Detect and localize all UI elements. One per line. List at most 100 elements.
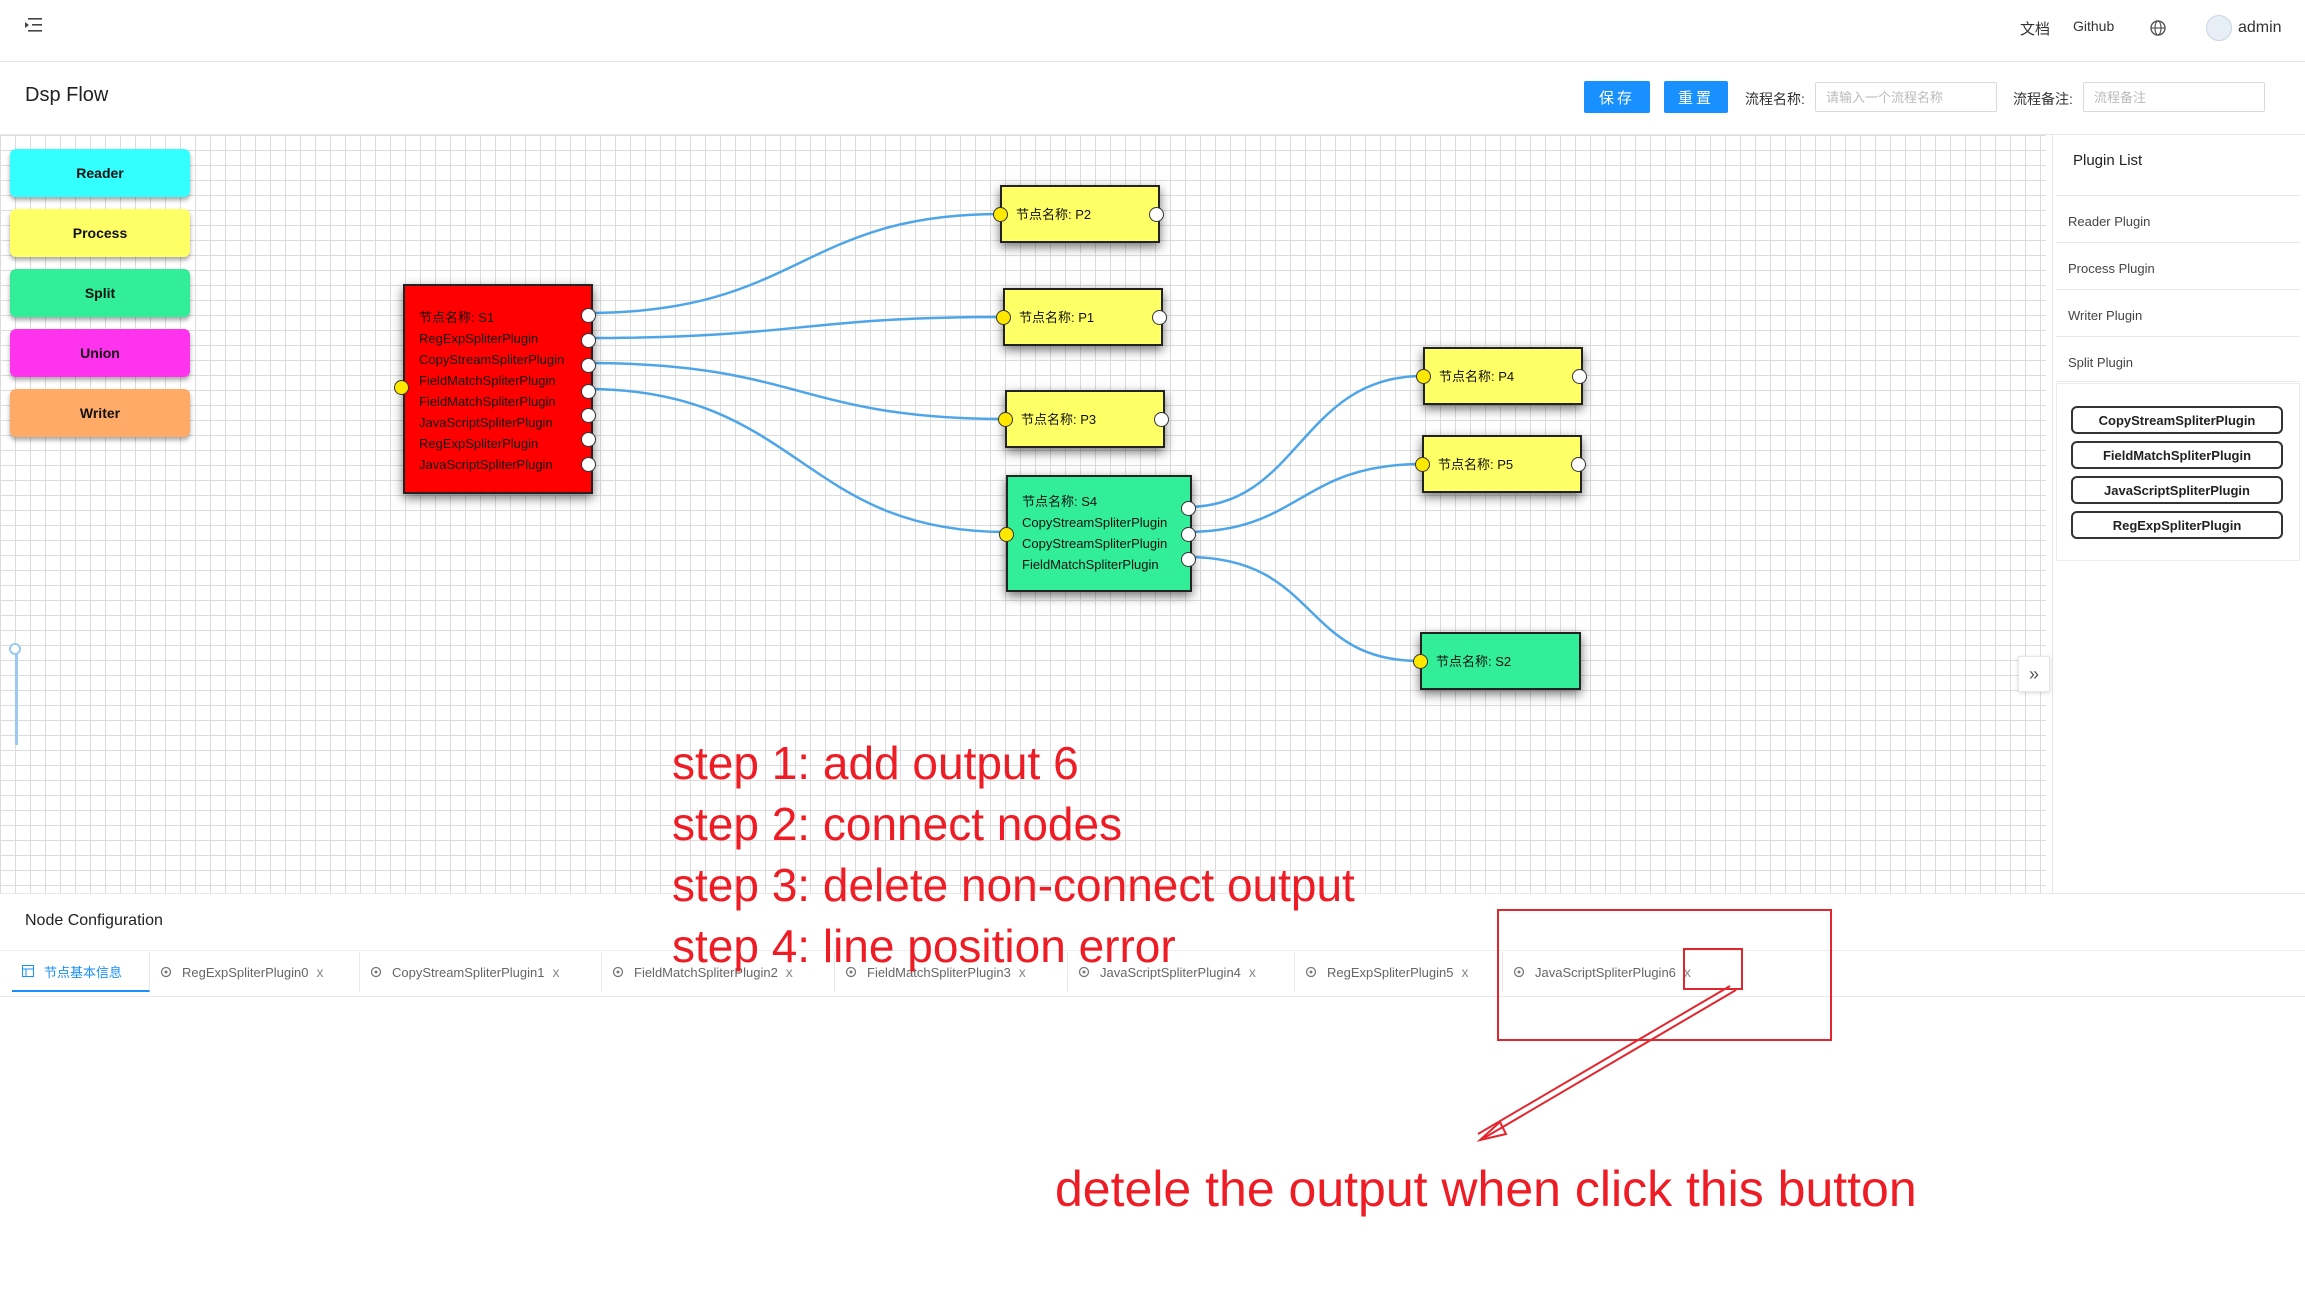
input-port[interactable] <box>999 527 1014 542</box>
palette-label: Split <box>84 285 116 301</box>
tab-plugin-1[interactable]: CopyStreamSpliterPlugin1 x <box>360 952 602 992</box>
top-bar <box>0 0 2305 62</box>
input-port[interactable] <box>394 380 409 395</box>
node-p3[interactable]: 节点名称: P3 <box>998 390 1169 448</box>
reset-button[interactable]: 重置 <box>1664 81 1728 113</box>
node-s1[interactable]: 节点名称: S1 RegExpSpliterPlugin CopyStreamS… <box>394 284 596 494</box>
plugin-category-reader[interactable]: Reader Plugin <box>2056 195 2300 241</box>
palette-reader[interactable]: Reader <box>10 149 190 197</box>
plugin-items-container <box>2056 383 2300 561</box>
plugin-category-split[interactable]: Split Plugin <box>2056 336 2300 382</box>
plugin-icon <box>1305 966 1317 978</box>
docs-link[interactable]: 文档 <box>2020 21 2051 38</box>
output-port[interactable] <box>581 432 596 447</box>
output-port[interactable] <box>1572 369 1587 384</box>
input-port[interactable] <box>993 207 1008 222</box>
tab-plugin-5[interactable]: RegExpSpliterPlugin5 x <box>1295 952 1503 992</box>
tab-label: 节点基本信息 <box>44 964 123 980</box>
output-port[interactable] <box>1181 527 1196 542</box>
tab-plugin-3[interactable]: FieldMatchSpliterPlugin3 x <box>835 952 1068 992</box>
node-title: 节点名称: S4 <box>1022 494 1098 509</box>
node-output-label: CopyStreamSpliterPlugin <box>1022 515 1168 530</box>
plugin-item-label: CopyStreamSpliterPlugin <box>2098 412 2256 428</box>
user-name[interactable]: admin <box>2238 19 2282 36</box>
node-s2[interactable]: 节点名称: S2 <box>1413 632 1581 690</box>
input-port[interactable] <box>1415 457 1430 472</box>
node-output-label: RegExpSpliterPlugin <box>419 436 539 451</box>
node-output-label: FieldMatchSpliterPlugin <box>419 373 556 388</box>
output-port[interactable] <box>1181 501 1196 516</box>
tab-plugin-6[interactable]: JavaScriptSpliterPlugin6 x <box>1503 952 1743 992</box>
plugin-category-writer[interactable]: Writer Plugin <box>2056 289 2300 335</box>
node-output-label: FieldMatchSpliterPlugin <box>1022 557 1159 572</box>
annotation-delete-note: detele the output when click this button <box>1055 1161 1917 1217</box>
palette-split[interactable]: Split <box>10 269 190 317</box>
plugin-category-process[interactable]: Process Plugin <box>2056 242 2300 288</box>
plugin-item-javascript[interactable]: JavaScriptSpliterPlugin <box>2071 476 2283 504</box>
close-icon[interactable]: x <box>1018 964 1026 980</box>
palette-label: Union <box>80 345 120 361</box>
tab-label: RegExpSpliterPlugin5 <box>1327 964 1454 980</box>
annotation-step2: step 2: connect nodes <box>672 798 1123 850</box>
output-port[interactable] <box>1149 207 1164 222</box>
output-port[interactable] <box>581 358 596 373</box>
plugin-item-copystream[interactable]: CopyStreamSpliterPlugin <box>2071 406 2283 434</box>
tab-plugin-4[interactable]: JavaScriptSpliterPlugin4 x <box>1068 952 1295 992</box>
input-port[interactable] <box>1416 369 1431 384</box>
menu-fold-icon[interactable] <box>24 16 44 34</box>
node-p1[interactable]: 节点名称: P1 <box>996 288 1167 346</box>
plugin-item-label: RegExpSpliterPlugin <box>2112 517 2242 533</box>
output-port[interactable] <box>581 333 596 348</box>
palette-process[interactable]: Process <box>10 209 190 257</box>
annotation-box <box>1497 909 1832 1041</box>
plugin-category-label: Split Plugin <box>2068 355 2134 370</box>
globe-icon[interactable] <box>2148 18 2168 38</box>
node-output-label: FieldMatchSpliterPlugin <box>419 394 556 409</box>
plugin-item-regexp[interactable]: RegExpSpliterPlugin <box>2071 511 2283 539</box>
close-icon[interactable]: x <box>1461 964 1469 980</box>
avatar[interactable] <box>2206 15 2232 41</box>
node-title: 节点名称: P2 <box>1016 207 1092 222</box>
node-p4[interactable]: 节点名称: P4 <box>1416 347 1587 405</box>
close-icon[interactable]: x <box>1683 964 1691 980</box>
input-port[interactable] <box>1413 654 1428 669</box>
panel-collapse-button[interactable]: » <box>2018 656 2050 692</box>
node-s4[interactable]: 节点名称: S4 CopyStreamSpliterPlugin CopyStr… <box>999 475 1196 592</box>
close-icon[interactable]: x <box>785 964 793 980</box>
node-config-title: Node Configuration <box>25 912 163 929</box>
github-link[interactable]: Github <box>2073 18 2115 34</box>
output-port[interactable] <box>581 308 596 323</box>
output-port[interactable] <box>1152 310 1167 325</box>
tab-label: JavaScriptSpliterPlugin4 <box>1100 964 1241 980</box>
save-button[interactable]: 保存 <box>1584 81 1650 113</box>
tab-plugin-0[interactable]: RegExpSpliterPlugin0 x <box>150 952 360 992</box>
close-icon[interactable]: x <box>316 964 324 980</box>
close-icon[interactable]: x <box>552 964 560 980</box>
node-output-label: RegExpSpliterPlugin <box>419 331 539 346</box>
output-port[interactable] <box>1181 552 1196 567</box>
palette-writer[interactable]: Writer <box>10 389 190 437</box>
node-p5[interactable]: 节点名称: P5 <box>1415 435 1586 493</box>
tab-label: RegExpSpliterPlugin0 <box>182 964 309 980</box>
flow-name-input[interactable] <box>1815 82 1997 112</box>
annotation-step4: step 4: line position error <box>672 920 1176 972</box>
input-port[interactable] <box>998 412 1013 427</box>
tab-plugin-2[interactable]: FieldMatchSpliterPlugin2 x <box>602 952 835 992</box>
close-icon[interactable]: x <box>1248 964 1256 980</box>
node-title: 节点名称: P3 <box>1021 412 1097 427</box>
node-p2[interactable]: 节点名称: P2 <box>993 185 1164 243</box>
flow-note-input[interactable] <box>2083 82 2265 112</box>
output-port[interactable] <box>1571 457 1586 472</box>
plugin-item-label: JavaScriptSpliterPlugin <box>2104 482 2250 498</box>
output-port[interactable] <box>581 408 596 423</box>
tab-node-basic-info[interactable]: 节点基本信息 <box>12 952 150 992</box>
annotation-step3: step 3: delete non-connect output <box>672 859 1355 911</box>
zoom-slider-track[interactable] <box>15 650 18 745</box>
zoom-slider-handle[interactable] <box>9 643 21 655</box>
plugin-item-fieldmatch[interactable]: FieldMatchSpliterPlugin <box>2071 441 2283 469</box>
output-port[interactable] <box>581 384 596 399</box>
input-port[interactable] <box>996 310 1011 325</box>
palette-union[interactable]: Union <box>10 329 190 377</box>
output-port[interactable] <box>581 457 596 472</box>
output-port[interactable] <box>1154 412 1169 427</box>
